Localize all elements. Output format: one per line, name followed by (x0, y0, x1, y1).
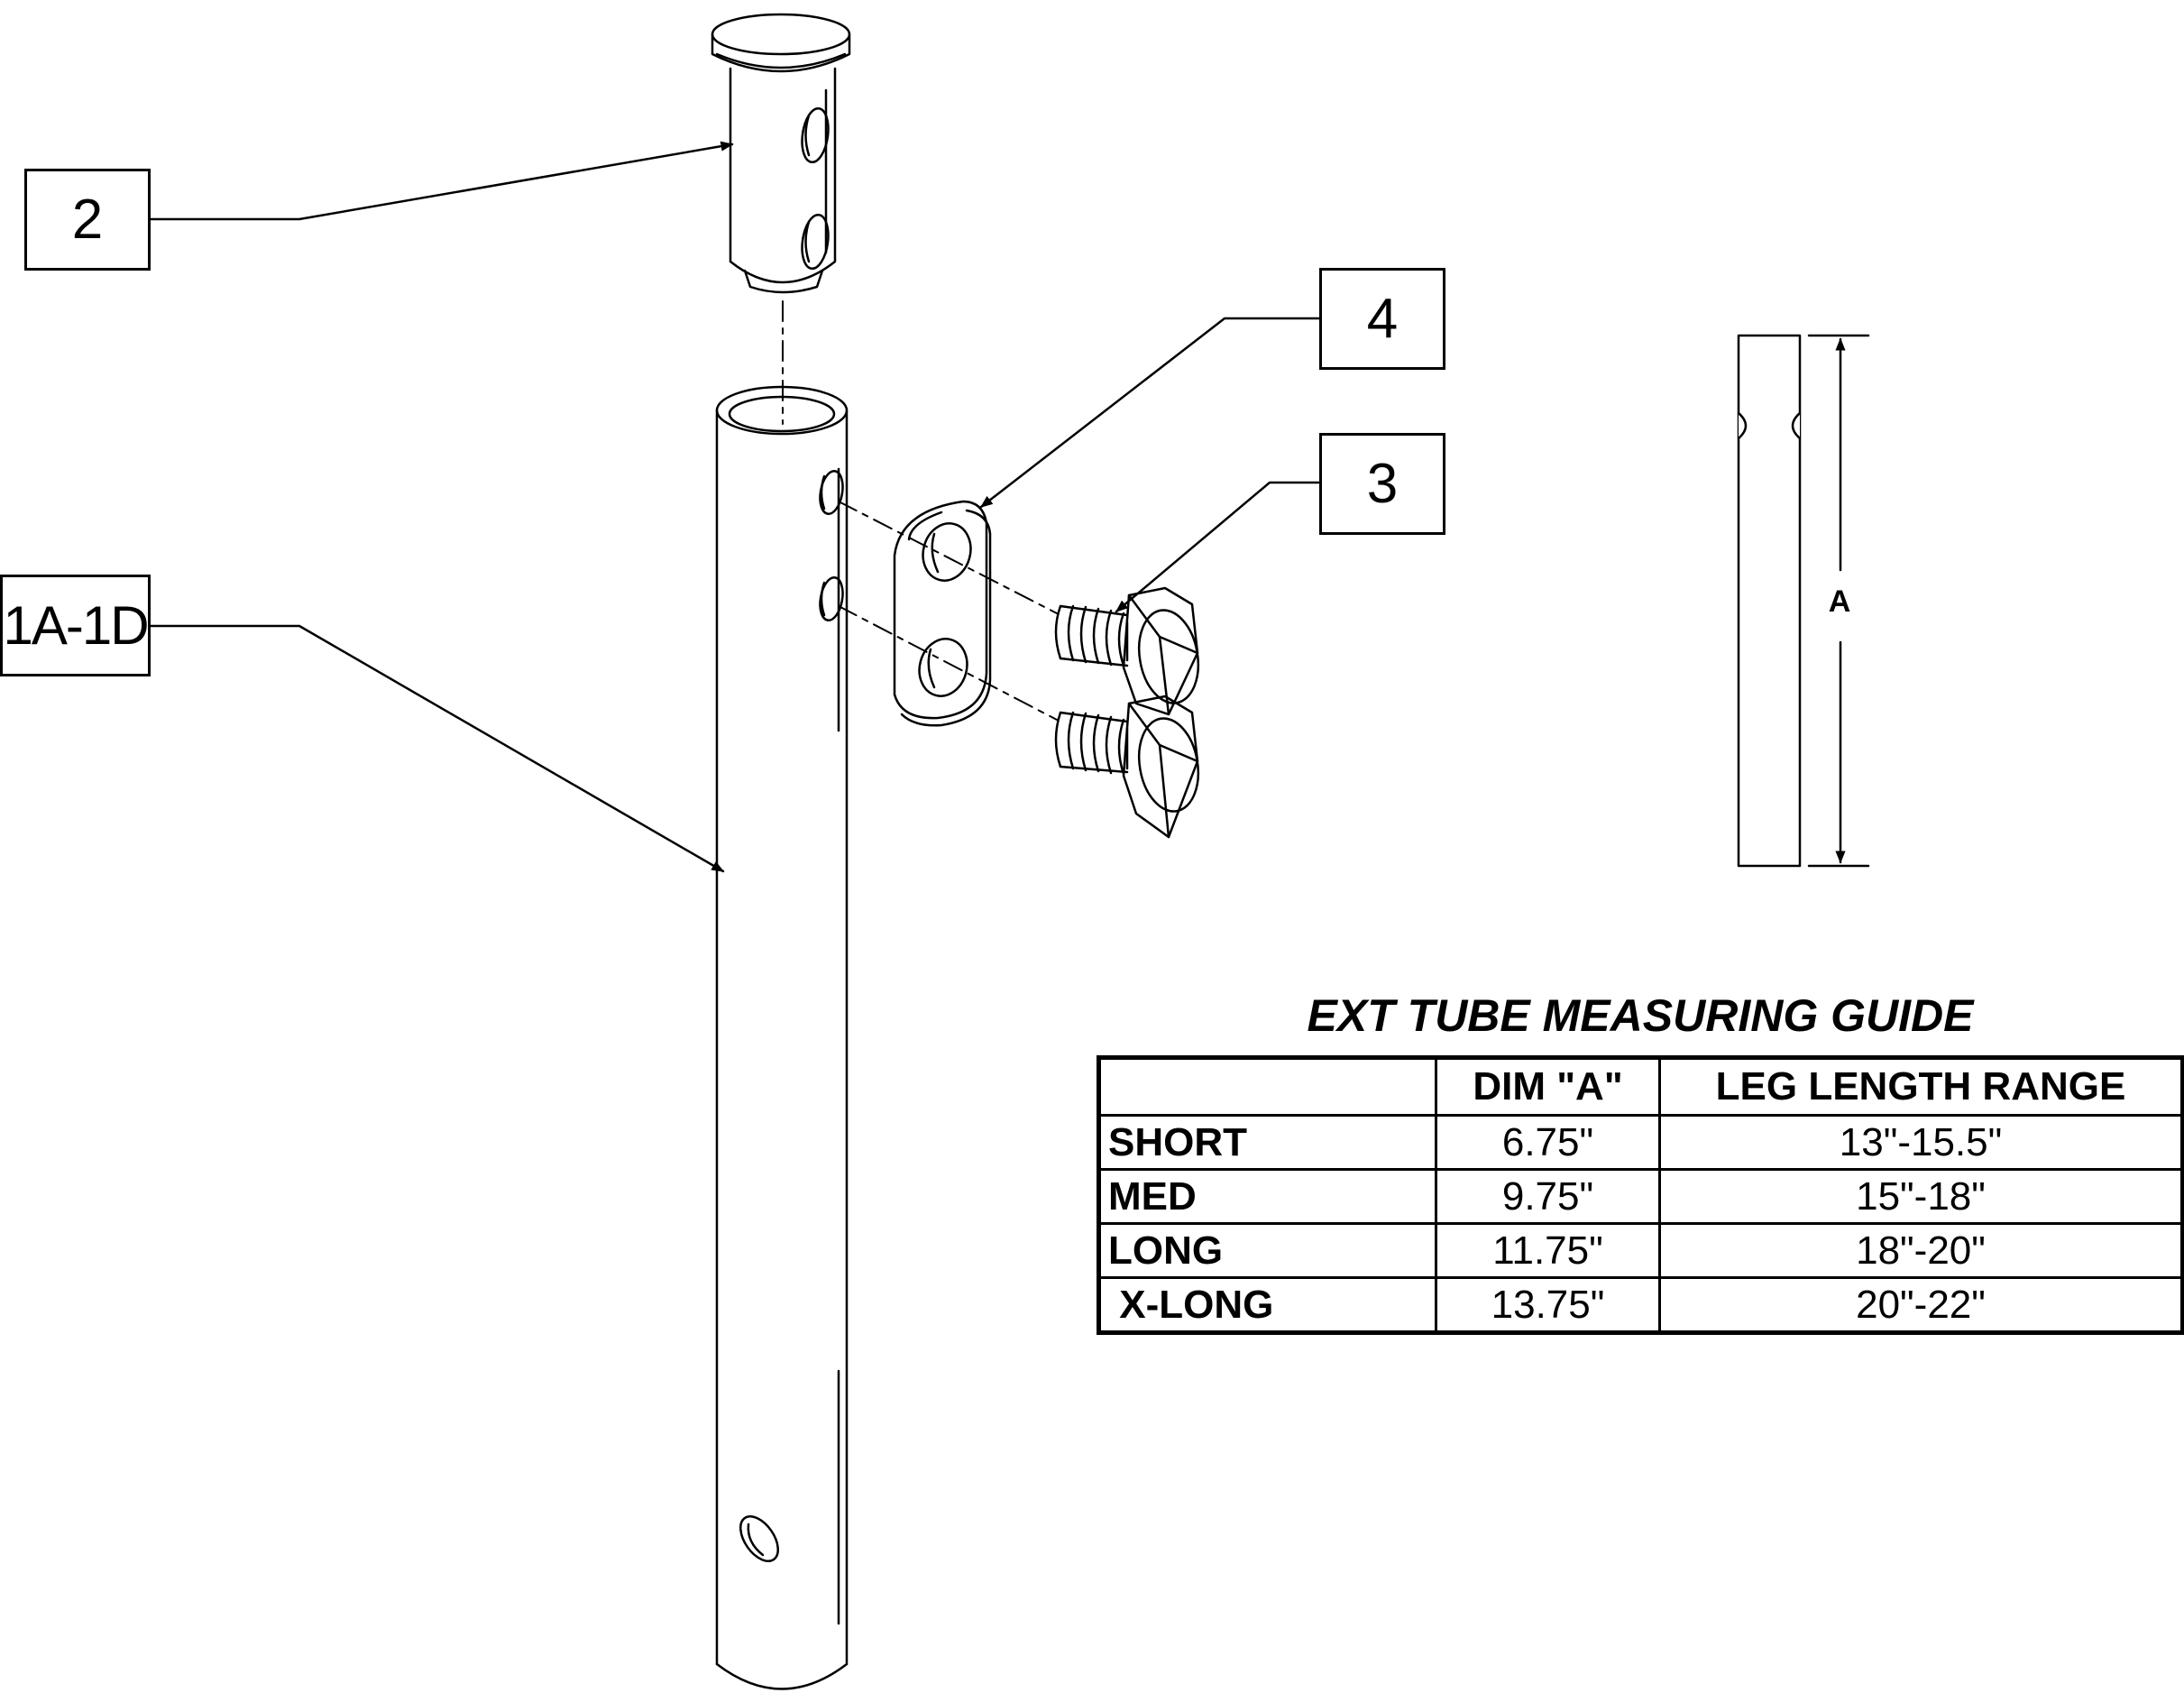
table-row: SHORT 6.75" 13"-15.5" (1097, 1114, 2184, 1171)
bolt-part (1054, 586, 1200, 839)
table-row: LONG 11.75" 18"-20" (1097, 1222, 2184, 1279)
leg-length-range-value: 20"-22" (1658, 1276, 2184, 1334)
dim-a-value: 6.75" (1435, 1114, 1661, 1171)
leg-length-range-value: 13"-15.5" (1658, 1114, 2184, 1171)
size-label: SHORT (1097, 1114, 1437, 1171)
callout-tube: 1A-1D (0, 575, 151, 676)
callout-bolt: 3 (1319, 433, 1445, 535)
callout-plate-label: 4 (1366, 288, 1399, 350)
table-header-row: DIM "A" LEG LENGTH RANGE (1097, 1056, 2184, 1117)
header-dim-a: DIM "A" (1435, 1056, 1661, 1117)
dimension-view (1737, 334, 1870, 868)
leader-lines (149, 141, 1321, 873)
table-row: X-LONG 13.75" 20"-22" (1097, 1276, 2184, 1334)
callout-bolt-label: 3 (1366, 453, 1399, 515)
dim-a-value: 9.75" (1435, 1168, 1661, 1225)
dim-a-value: 13.75" (1435, 1276, 1661, 1334)
pin-part (711, 13, 851, 294)
measuring-guide-table: DIM "A" LEG LENGTH RANGE SHORT 6.75" 13"… (1097, 1055, 2184, 1335)
plate-part (893, 500, 992, 727)
callout-pin-label: 2 (71, 189, 104, 251)
measuring-guide-title: EXT TUBE MEASURING GUIDE (1307, 990, 1974, 1041)
callout-plate: 4 (1319, 268, 1445, 370)
table-row: MED 9.75" 15"-18" (1097, 1168, 2184, 1225)
callout-tube-label: 1A-1D (3, 595, 149, 656)
header-leg-length-range: LEG LENGTH RANGE (1658, 1056, 2184, 1117)
size-label: X-LONG (1097, 1276, 1437, 1334)
size-label: MED (1097, 1168, 1437, 1225)
leg-length-range-value: 15"-18" (1658, 1168, 2184, 1225)
dim-a-value: 11.75" (1435, 1222, 1661, 1279)
leg-length-range-value: 18"-20" (1658, 1222, 2184, 1279)
dimension-a-label: A (1828, 584, 1851, 619)
size-label: LONG (1097, 1222, 1437, 1279)
callout-pin: 2 (24, 169, 151, 271)
header-size (1097, 1056, 1437, 1117)
tube-part (715, 385, 849, 1690)
